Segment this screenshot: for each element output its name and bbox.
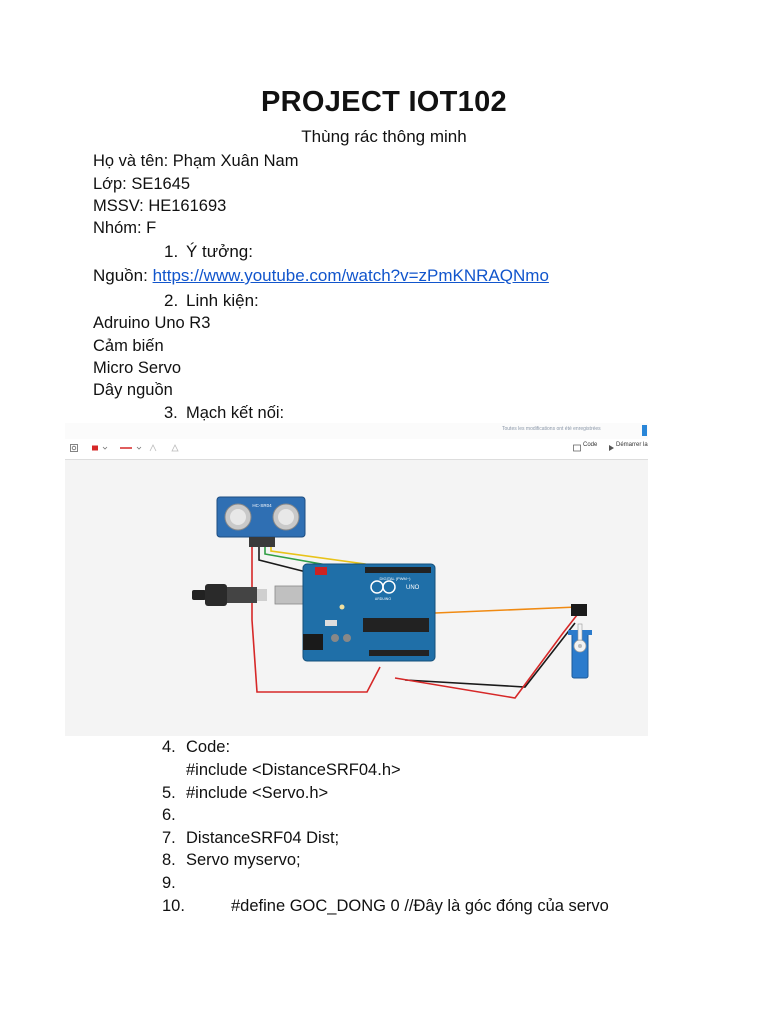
- rotate-icon[interactable]: [70, 444, 78, 452]
- code-list-text: Code:: [186, 738, 231, 756]
- start-simulation-button[interactable]: Démarrer la: [616, 442, 648, 448]
- save-status: Toutes les modifications ont été enregis…: [502, 426, 601, 432]
- code-list-text: Servo myservo;: [186, 851, 301, 869]
- mirror-icon[interactable]: [149, 444, 157, 452]
- code-list-number: 4.: [162, 738, 176, 756]
- code-list-number: 5.: [162, 784, 176, 802]
- info-class: Lớp: SE1645: [93, 175, 191, 193]
- info-student-id: MSSV: HE161693: [93, 197, 227, 215]
- info-name: Họ và tên: Phạm Xuân Nam: [93, 152, 299, 170]
- code-list-number: 6.: [162, 806, 176, 824]
- component-item: Dây nguồn: [93, 381, 173, 399]
- code-list-number: 9.: [162, 874, 176, 892]
- code-list-number: 8.: [162, 851, 176, 869]
- color-picker-icon[interactable]: [91, 444, 99, 452]
- play-icon: [609, 445, 614, 451]
- source-label: Nguồn:: [93, 266, 148, 285]
- section1-number: 1.: [164, 242, 179, 261]
- board-brand-label: ARDUINO: [375, 597, 391, 601]
- micro-servo: [568, 604, 592, 679]
- board-model-label: UNO: [406, 585, 420, 591]
- wire-red-servo: [394, 614, 578, 699]
- screenshot-toolbar: [65, 439, 648, 460]
- wire-black-servo: [404, 622, 576, 688]
- section2-number: 2.: [164, 291, 179, 310]
- code-button[interactable]: Code: [583, 442, 598, 448]
- source-row: Nguồn: https://www.youtube.com/watch?v=z…: [93, 266, 549, 286]
- accent-bar: [642, 425, 647, 436]
- wire-style-icon[interactable]: [119, 444, 133, 452]
- code-list-text: #define GOC_DONG 0 //Đây là góc đóng của…: [231, 897, 609, 915]
- page-title: PROJECT IOT102: [261, 86, 507, 118]
- code-list-number: 7.: [162, 829, 176, 847]
- board-digital-label: DIGITAL (PWM~): [380, 576, 412, 581]
- arduino-board: DIGITAL (PWM~) UNO ARDUINO: [302, 563, 436, 662]
- page-subtitle: Thùng rác thông minh: [301, 127, 467, 146]
- chevron-down-icon[interactable]: [135, 444, 143, 452]
- chevron-down-icon[interactable]: [101, 444, 109, 452]
- component-item: Cảm biến: [93, 337, 164, 355]
- source-link[interactable]: https://www.youtube.com/watch?v=zPmKNRAQ…: [152, 266, 549, 285]
- section3-heading: Mạch kết nối:: [186, 404, 285, 422]
- component-item: Micro Servo: [93, 359, 182, 377]
- code-icon: [573, 444, 581, 452]
- component-item: Adruino Uno R3: [93, 314, 211, 332]
- section3-number: 3.: [164, 404, 178, 422]
- circuit-diagram: HC-SR04 DIGITAL (PWM~) UNO ARDUINO: [192, 496, 592, 699]
- code-list-number: 10.: [162, 897, 185, 915]
- sensor-label: HC-SR04: [252, 503, 272, 508]
- info-group: Nhóm: F: [93, 219, 157, 237]
- ultrasonic-sensor: HC-SR04: [216, 496, 306, 547]
- screenshot-topbar: [65, 423, 648, 439]
- circuit-screenshot: Toutes les modifications ont été enregis…: [65, 423, 648, 736]
- section1-heading: Ý tưởng:: [186, 242, 253, 261]
- note-icon[interactable]: [171, 444, 179, 452]
- code-list-text: #include <DistanceSRF04.h>: [186, 761, 401, 779]
- wire-orange-servo: [434, 606, 578, 614]
- code-list-text: DistanceSRF04 Dist;: [186, 829, 340, 847]
- code-list-text: #include <Servo.h>: [186, 784, 329, 802]
- section2-heading: Linh kiện:: [186, 291, 259, 310]
- usb-cable: [192, 584, 304, 606]
